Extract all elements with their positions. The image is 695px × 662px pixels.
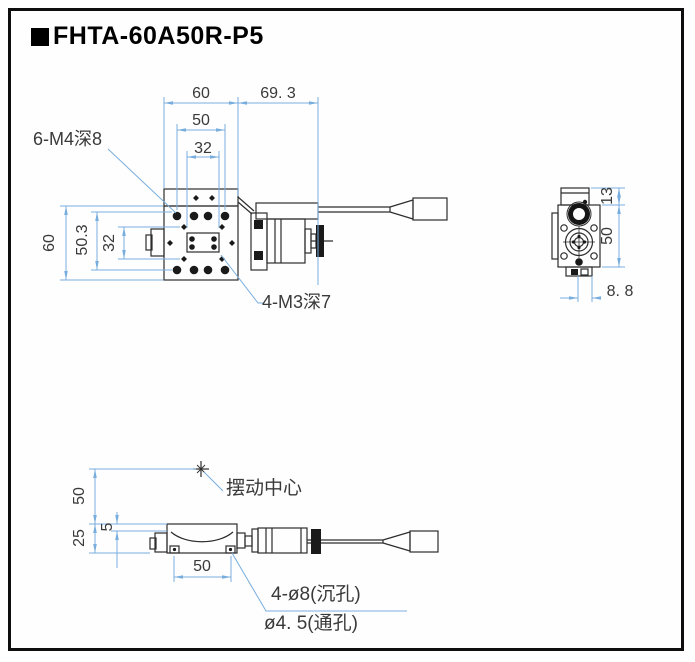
dim-side-50-3: 50.3 [74, 224, 91, 256]
dim-front-50v: 50 [71, 487, 88, 505]
dim-pitch-50: 50 [192, 112, 210, 129]
dim-front-50h: 50 [193, 558, 211, 575]
dim-top-length: 69. 3 [260, 85, 296, 102]
dim-side-32: 32 [101, 234, 118, 252]
label-through-hole: ø4. 5(通孔) [264, 613, 358, 634]
dim-front-25: 25 [71, 529, 88, 547]
title-bullet-icon [31, 27, 49, 46]
drawing-border-frame [8, 8, 684, 651]
dim-side-view-13: 13 [599, 187, 616, 205]
top-view-holes [167, 195, 324, 275]
dim-front-5: 5 [99, 522, 116, 532]
dim-top-width: 60 [192, 85, 210, 102]
label-m3-holes: 4-M3深7 [262, 292, 332, 312]
page-title: FHTA-60A50R-P5 [31, 22, 264, 51]
dim-side-view-8-8: 8. 8 [606, 283, 634, 300]
top-view-outline [145, 188, 448, 281]
label-swing-center: 摆动中心 [226, 478, 303, 499]
front-view-outline [149, 461, 439, 554]
side-view-details [571, 199, 588, 275]
side-view-dimensions [560, 187, 625, 302]
top-view-dimensions [60, 97, 319, 304]
model-number: FHTA-60A50R-P5 [53, 22, 264, 50]
dim-side-60: 60 [41, 234, 58, 252]
dim-pitch-32: 32 [194, 140, 212, 157]
front-view-dimensions [89, 468, 407, 612]
label-counterbore: 4-ø8(沉孔) [271, 584, 361, 605]
label-m4-holes: 6-M4深8 [33, 129, 103, 149]
dim-side-view-50: 50 [599, 227, 616, 245]
front-view-details [172, 529, 321, 554]
